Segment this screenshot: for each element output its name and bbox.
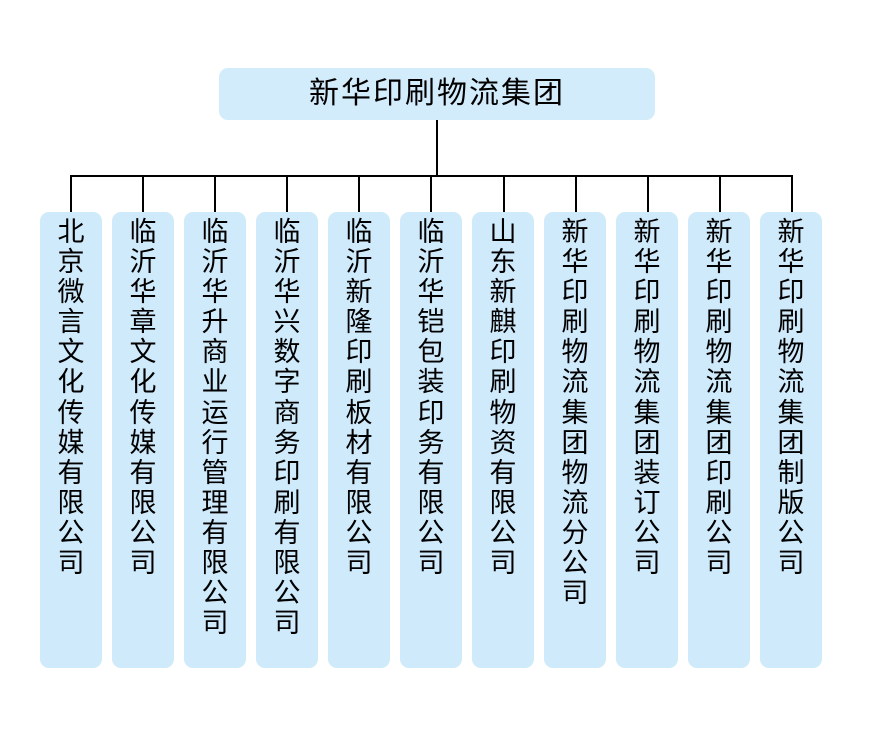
child-drop-connector-11: [791, 175, 793, 213]
child-node-label-8: 新华印刷物流集团物流分公司: [561, 217, 589, 610]
child-node-8[interactable]: 新华印刷物流集团物流分公司: [544, 212, 606, 668]
child-drop-connector-9: [647, 175, 649, 213]
child-node-label-6: 临沂华铠包装印务有限公司: [417, 217, 445, 580]
child-drop-connector-5: [358, 175, 360, 213]
child-node-label-11: 新华印刷物流集团制版公司: [777, 217, 805, 580]
child-node-11[interactable]: 新华印刷物流集团制版公司: [760, 212, 822, 668]
root-stem-connector: [436, 120, 438, 176]
root-node-label: 新华印刷物流集团: [309, 76, 565, 111]
child-drop-connector-7: [503, 175, 505, 213]
child-node-label-1: 北京微言文化传媒有限公司: [57, 217, 85, 580]
child-node-label-10: 新华印刷物流集团印刷公司: [705, 217, 733, 580]
child-drop-connector-3: [214, 175, 216, 213]
child-node-5[interactable]: 临沂新隆印刷板材有限公司: [328, 212, 390, 668]
child-node-1[interactable]: 北京微言文化传媒有限公司: [40, 212, 102, 668]
child-node-7[interactable]: 山东新麒印刷物资有限公司: [472, 212, 534, 668]
child-drop-connector-4: [286, 175, 288, 213]
child-node-9[interactable]: 新华印刷物流集团装订公司: [616, 212, 678, 668]
child-drop-connector-1: [70, 175, 72, 213]
child-node-6[interactable]: 临沂华铠包装印务有限公司: [400, 212, 462, 668]
child-node-label-9: 新华印刷物流集团装订公司: [633, 217, 661, 580]
child-node-label-5: 临沂新隆印刷板材有限公司: [345, 217, 373, 580]
child-node-label-3: 临沂华升商业运行管理有限公司: [201, 217, 229, 640]
child-node-2[interactable]: 临沂华章文化传媒有限公司: [112, 212, 174, 668]
child-drop-connector-6: [430, 175, 432, 213]
child-node-label-7: 山东新麒印刷物资有限公司: [489, 217, 517, 580]
child-node-label-2: 临沂华章文化传媒有限公司: [129, 217, 157, 580]
child-node-10[interactable]: 新华印刷物流集团印刷公司: [688, 212, 750, 668]
child-node-label-4: 临沂华兴数字商务印刷有限公司: [273, 217, 301, 640]
child-node-4[interactable]: 临沂华兴数字商务印刷有限公司: [256, 212, 318, 668]
child-node-3[interactable]: 临沂华升商业运行管理有限公司: [184, 212, 246, 668]
root-node[interactable]: 新华印刷物流集团: [219, 68, 655, 120]
child-drop-connector-8: [575, 175, 577, 213]
child-drop-connector-2: [142, 175, 144, 213]
child-drop-connector-10: [719, 175, 721, 213]
